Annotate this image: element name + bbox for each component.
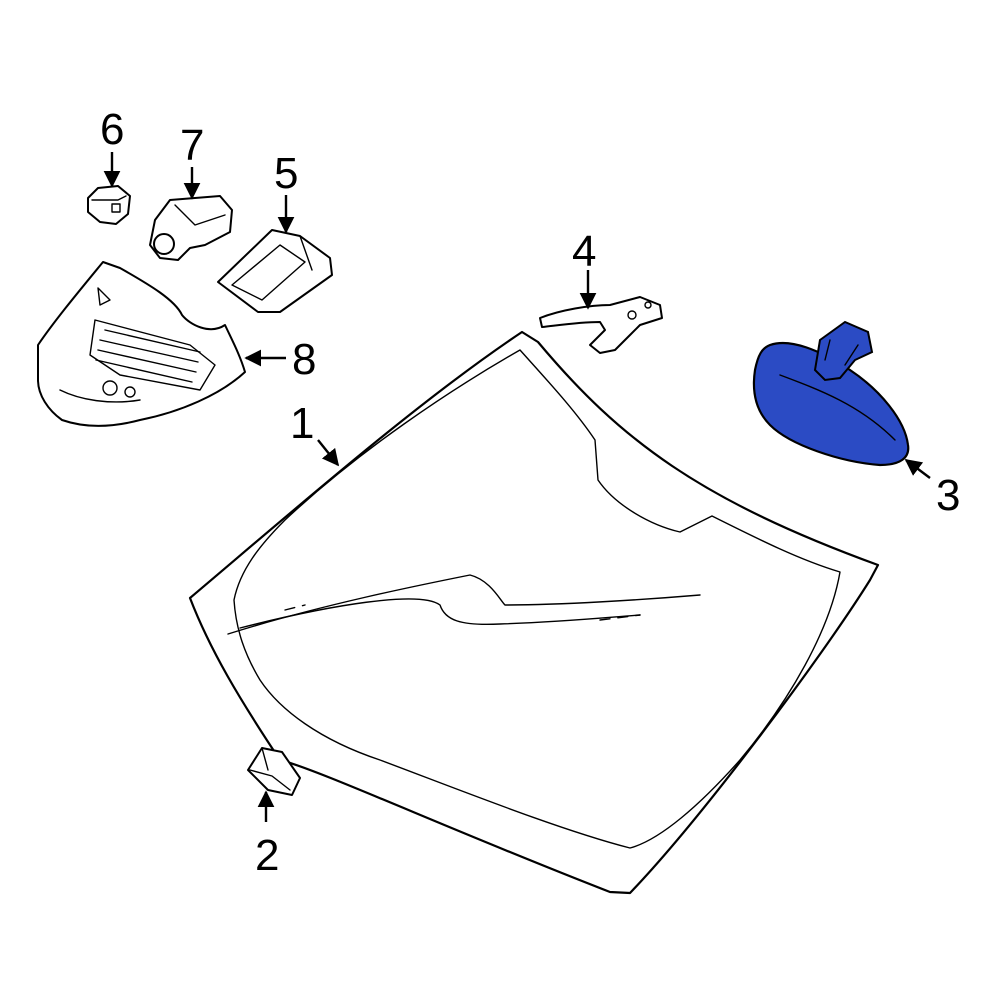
callout-8: 8 <box>292 335 316 384</box>
clip[interactable] <box>247 747 301 796</box>
arrow-1 <box>317 439 340 467</box>
mount-cover[interactable] <box>217 229 333 313</box>
camera-module[interactable] <box>149 195 233 261</box>
overhead-housing[interactable] <box>37 261 246 427</box>
callout-4: 4 <box>572 227 596 276</box>
mirror-bracket[interactable] <box>539 296 663 354</box>
callout-1: 1 <box>290 399 314 448</box>
rain-sensor[interactable] <box>87 185 131 225</box>
callout-7: 7 <box>180 121 204 170</box>
callout-2: 2 <box>255 831 279 880</box>
callout-arrows <box>103 152 931 822</box>
callout-5: 5 <box>274 149 298 198</box>
rearview-mirror[interactable] <box>752 320 910 467</box>
arrow-3 <box>904 458 931 479</box>
callout-labels: 1 2 3 4 5 6 7 8 <box>100 105 960 880</box>
callout-3: 3 <box>936 471 960 520</box>
callout-6: 6 <box>100 105 124 154</box>
